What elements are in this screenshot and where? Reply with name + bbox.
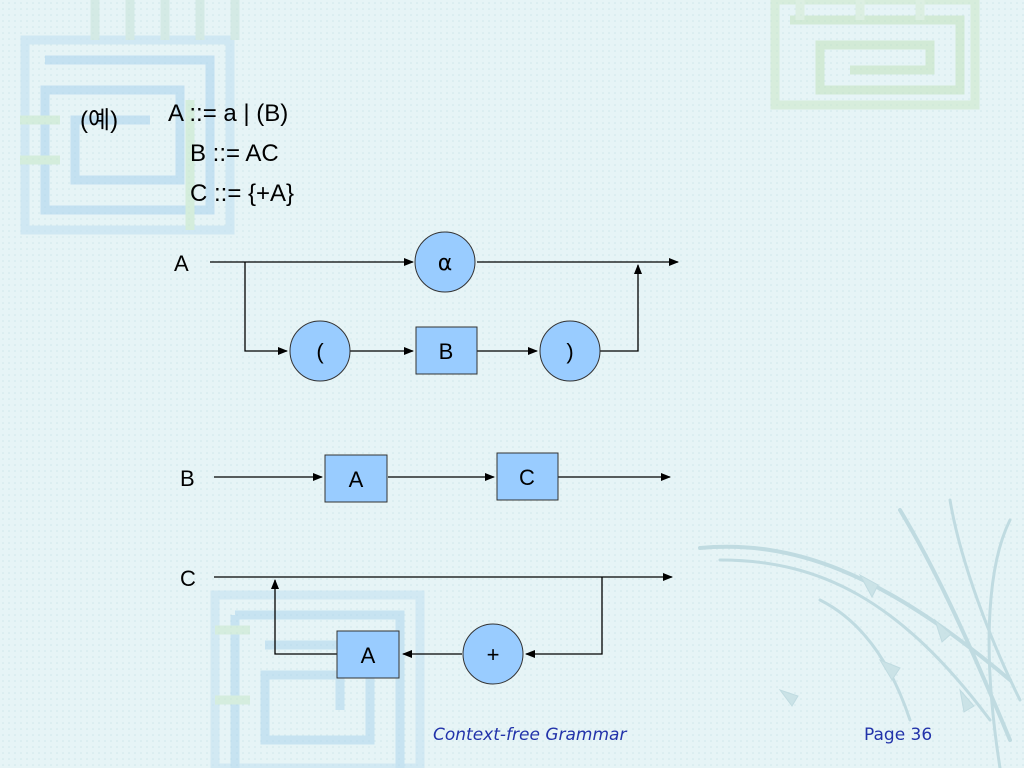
node-b-box	[415, 326, 478, 375]
diagram-a-label: A	[174, 251, 189, 276]
maze-decoration-top-left	[20, 0, 240, 235]
node-a-box-b	[324, 454, 388, 503]
diagram-a-lines	[210, 258, 679, 355]
rule-c: C ::= {+A}	[190, 180, 295, 207]
maze-decoration-top-right	[770, 0, 980, 110]
node-alpha	[414, 231, 476, 293]
plant-decoration	[698, 498, 1022, 768]
footer-title: Context-free Grammar	[433, 725, 627, 745]
node-a-box-c	[336, 630, 400, 679]
node-plus-label: +	[487, 642, 500, 667]
example-label: (예)	[80, 107, 119, 134]
node-a-box-c-label: A	[361, 643, 376, 668]
node-close-paren-label: )	[566, 339, 573, 364]
diagram-c-lines	[214, 573, 673, 658]
footer-page-number: Page 36	[864, 725, 933, 745]
node-b-box-label: B	[439, 339, 454, 364]
diagram-b-label: B	[180, 466, 195, 491]
rule-a: A ::= a | (B)	[168, 100, 289, 127]
node-a-box-b-label: A	[349, 467, 364, 492]
node-c-box-label: C	[519, 465, 535, 490]
rule-b: B ::= AC	[190, 140, 279, 167]
node-close-paren	[539, 320, 601, 382]
node-alpha-label: α	[438, 251, 453, 276]
diagram-c-label: C	[180, 566, 196, 591]
node-plus	[462, 623, 524, 685]
node-open-paren-label: (	[316, 339, 324, 364]
node-open-paren	[289, 320, 351, 382]
node-c-box	[496, 452, 559, 501]
